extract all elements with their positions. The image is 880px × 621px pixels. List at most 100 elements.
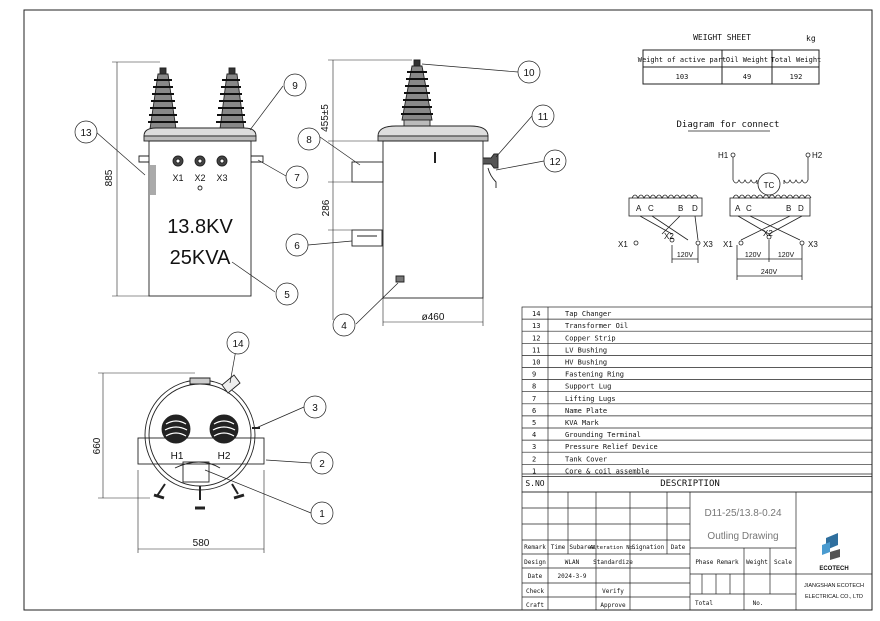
coil-label-b: B bbox=[678, 204, 683, 213]
tb-design-value: WLAN bbox=[565, 559, 580, 566]
top-height-dimension: 660 bbox=[92, 437, 103, 454]
logo-text: ECOTECH bbox=[819, 566, 848, 572]
kv-mark: 13.8KV bbox=[167, 216, 233, 238]
parts-header-no: S.NO bbox=[525, 479, 544, 488]
top-width-dimension: 580 bbox=[193, 538, 210, 549]
right-coil-label-b: B bbox=[786, 204, 791, 213]
parts-row-description: HV Bushing bbox=[565, 359, 607, 367]
weight-header-total: Total Weight bbox=[771, 56, 822, 64]
right-x2-label: X2 bbox=[763, 229, 773, 238]
side-hv-bushing bbox=[401, 59, 433, 127]
parts-row-no: 7 bbox=[532, 395, 536, 403]
right-coil-label-c: C bbox=[746, 204, 752, 213]
right-vtotal-label: 240V bbox=[761, 269, 778, 276]
tb-weight: Weight bbox=[746, 559, 768, 566]
callout-7: 7 bbox=[294, 173, 300, 184]
side-dimension-top: 455±5 bbox=[320, 104, 331, 132]
ecotech-logo: ECOTECH bbox=[819, 533, 849, 572]
callouts: 13 9 7 5 8 6 10 11 12 4 14 3 2 1 bbox=[74, 60, 567, 525]
right-h2-label: H2 bbox=[812, 151, 823, 160]
parts-row-no: 13 bbox=[532, 322, 540, 330]
parts-row-no: 3 bbox=[532, 443, 536, 451]
parts-row-description: Name Plate bbox=[565, 407, 607, 415]
tb-verify-label: Verify bbox=[602, 588, 624, 595]
parts-row-no: 10 bbox=[532, 359, 540, 367]
parts-row-description: LV Bushing bbox=[565, 346, 607, 354]
tb-phase-remark: Phase Remark bbox=[695, 559, 739, 566]
weight-sheet-unit: kg bbox=[806, 34, 816, 43]
parts-row-no: 14 bbox=[532, 310, 540, 318]
coil-label-a: A bbox=[636, 204, 642, 213]
tb-model: D11-25/13.8-0.24 bbox=[704, 508, 782, 519]
parts-row-no: 11 bbox=[532, 346, 540, 354]
parts-row-description: Fastening Ring bbox=[565, 371, 624, 379]
right-tc-label: TC bbox=[764, 181, 775, 190]
parts-row-no: 5 bbox=[532, 419, 536, 427]
tb-approve-label: Approve bbox=[600, 602, 626, 609]
parts-row-description: Grounding Terminal bbox=[565, 431, 641, 439]
coil-label-c: C bbox=[648, 204, 654, 213]
top-hv-bushing-h2 bbox=[209, 414, 239, 444]
parts-row-description: Copper Strip bbox=[565, 334, 616, 342]
weight-value-active: 103 bbox=[676, 73, 689, 81]
tb-no: No. bbox=[753, 600, 764, 607]
side-view: 455±5 286 ø460 bbox=[320, 59, 499, 326]
right-h1-label: H1 bbox=[718, 151, 729, 160]
top-h2-label: H2 bbox=[218, 451, 231, 462]
kva-mark: 25KVA bbox=[170, 247, 231, 269]
parts-row-description: Tap Changer bbox=[565, 310, 611, 318]
title-block: Remark Time Subarea Alteration No. Signa… bbox=[521, 491, 873, 611]
parts-row-description: Support Lug bbox=[565, 383, 611, 391]
callout-14: 14 bbox=[232, 339, 244, 350]
connect-diagram-right: H1 H2 TC A C B D X1 X2 X3 bbox=[718, 151, 823, 280]
right-v1-label: 120V bbox=[745, 252, 762, 259]
connection-diagram: Diagram for connect A C B D X1 X2 X3 120… bbox=[618, 120, 823, 280]
front-terminal-x3: X3 bbox=[216, 173, 227, 183]
parts-row-description: Pressure Relief Device bbox=[565, 443, 658, 451]
callout-5: 5 bbox=[284, 290, 290, 301]
callout-10: 10 bbox=[523, 68, 535, 79]
tb-scale: Scale bbox=[774, 559, 792, 566]
tb-header-signation: Signation bbox=[632, 544, 665, 551]
tb-drawing-name: Outling Drawing bbox=[707, 531, 778, 542]
callout-12: 12 bbox=[549, 157, 561, 168]
right-coil-label-d: D bbox=[798, 204, 804, 213]
right-coil-label-a: A bbox=[735, 204, 741, 213]
left-x1-label: X1 bbox=[618, 240, 628, 249]
coil-label-d: D bbox=[692, 204, 698, 213]
weight-value-total: 192 bbox=[790, 73, 803, 81]
company-line2: ELECTRICAL CO., LTD bbox=[805, 594, 863, 600]
callout-9: 9 bbox=[292, 81, 298, 92]
front-height-dimension: 885 bbox=[104, 169, 115, 186]
weight-value-oil: 49 bbox=[743, 73, 751, 81]
parts-row-no: 1 bbox=[532, 467, 536, 475]
tb-craft-label: Craft bbox=[526, 602, 544, 609]
tb-check-label: Check bbox=[526, 588, 544, 595]
parts-row-no: 2 bbox=[532, 455, 536, 463]
parts-row-no: 6 bbox=[532, 407, 536, 415]
company-line1: JIANGSHAN ECOTECH bbox=[804, 583, 864, 589]
tb-total: Total bbox=[695, 600, 713, 607]
left-x2-label: X2 bbox=[664, 232, 674, 241]
callout-1: 1 bbox=[319, 509, 325, 520]
weight-header-active: Weight of active part bbox=[638, 56, 727, 64]
side-dimension-mid: 286 bbox=[321, 199, 332, 216]
callout-8: 8 bbox=[306, 135, 312, 146]
parts-header-desc: DESCRIPTION bbox=[660, 479, 720, 489]
weight-sheet: WEIGHT SHEET kg Weight of active part Oi… bbox=[638, 33, 822, 85]
top-hv-bushing-h1 bbox=[161, 414, 191, 444]
right-x1-label: X1 bbox=[723, 240, 733, 249]
tb-header-subarea: Subarea bbox=[569, 544, 595, 551]
top-h1-label: H1 bbox=[171, 451, 184, 462]
top-view: H1 H2 660 580 bbox=[92, 372, 265, 553]
left-x3-label: X3 bbox=[703, 240, 713, 249]
right-x3-label: X3 bbox=[808, 240, 818, 249]
front-hv-bushing-right bbox=[216, 67, 246, 130]
callout-4: 4 bbox=[341, 321, 347, 332]
parts-row-description: Tank Cover bbox=[565, 455, 607, 463]
parts-row-no: 12 bbox=[532, 334, 540, 342]
tb-header-date: Date bbox=[671, 544, 686, 551]
tb-design-label: Design bbox=[524, 559, 546, 566]
weight-header-oil: Oil Weight bbox=[726, 56, 768, 64]
